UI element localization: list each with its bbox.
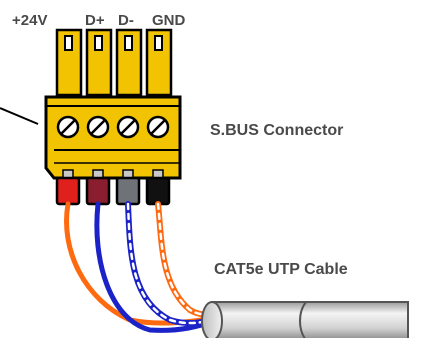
plug-pin-4: [145, 28, 173, 97]
cable-end-cap: [201, 301, 223, 338]
screw-4: [146, 115, 170, 139]
wire-ferrule-d-plus: [85, 176, 111, 206]
pin-label-d-minus: D-: [118, 12, 134, 29]
plug-pin-slots: [64, 35, 163, 51]
wire-d-plus: [94, 201, 221, 333]
pin-label-gnd: GND: [152, 12, 186, 29]
wire-ferrule-d-minus: [115, 176, 141, 206]
wire-d-minus-base: [125, 201, 221, 327]
screw-terminals: [56, 115, 170, 139]
connector-callout-label: S.BUS Connector: [210, 122, 343, 139]
wire-ferrule-24v: [55, 176, 81, 206]
wire-d-minus-stripe: [126, 202, 220, 325]
wire-24v: [64, 201, 218, 326]
pin-label-24v: +24V: [12, 12, 47, 29]
wire-ferrules: [55, 176, 171, 206]
plug-pin-slot-2: [94, 35, 103, 51]
cat5e-cable: [201, 301, 409, 338]
screw-3: [116, 115, 140, 139]
wire-ferrule-gnd: [145, 176, 171, 206]
wire-gnd-base: [155, 201, 221, 318]
cable-callout-label: CAT5e UTP Cable: [214, 261, 348, 278]
plug-pins: [55, 28, 173, 97]
pin-label-d-plus: D+: [85, 12, 105, 29]
screw-2: [86, 115, 110, 139]
cable-jacket: [211, 301, 409, 338]
plug-pin-slot-3: [124, 35, 133, 51]
plug-pin-slot-1: [64, 35, 73, 51]
cable-joint: [299, 301, 307, 338]
plug-pin-slot-4: [154, 35, 163, 51]
wires: [64, 201, 221, 333]
connector-leader-line: [0, 107, 39, 125]
screw-1: [56, 115, 80, 139]
